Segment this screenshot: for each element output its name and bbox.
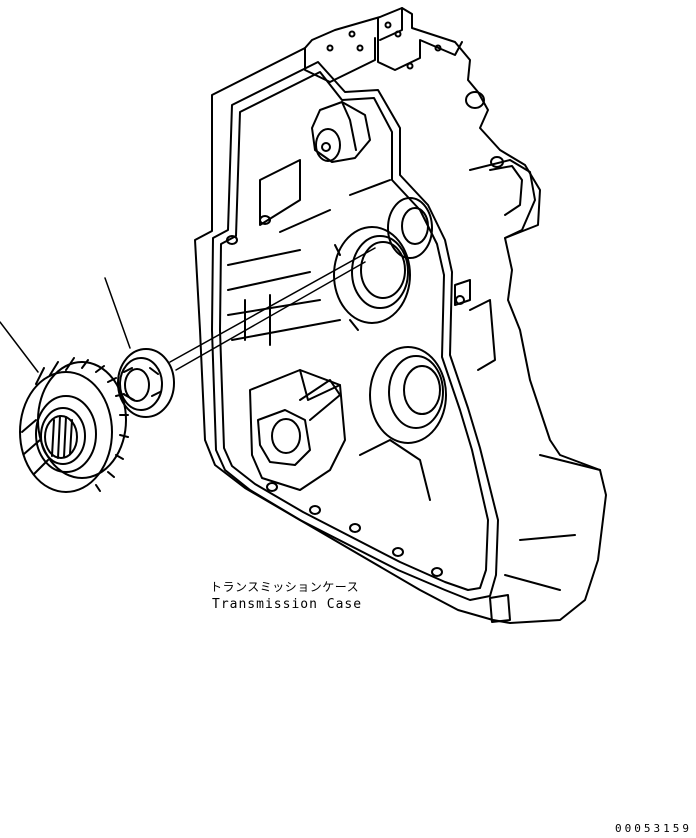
part-name-english: Transmission Case	[212, 597, 363, 612]
part-name-japanese: トランスミッションケース	[210, 580, 360, 594]
gear	[19, 357, 129, 493]
drawing-code: 00053159	[615, 822, 692, 835]
leader-lines	[0, 247, 376, 373]
thrust-washer	[117, 348, 175, 418]
transmission-case	[194, 7, 607, 624]
